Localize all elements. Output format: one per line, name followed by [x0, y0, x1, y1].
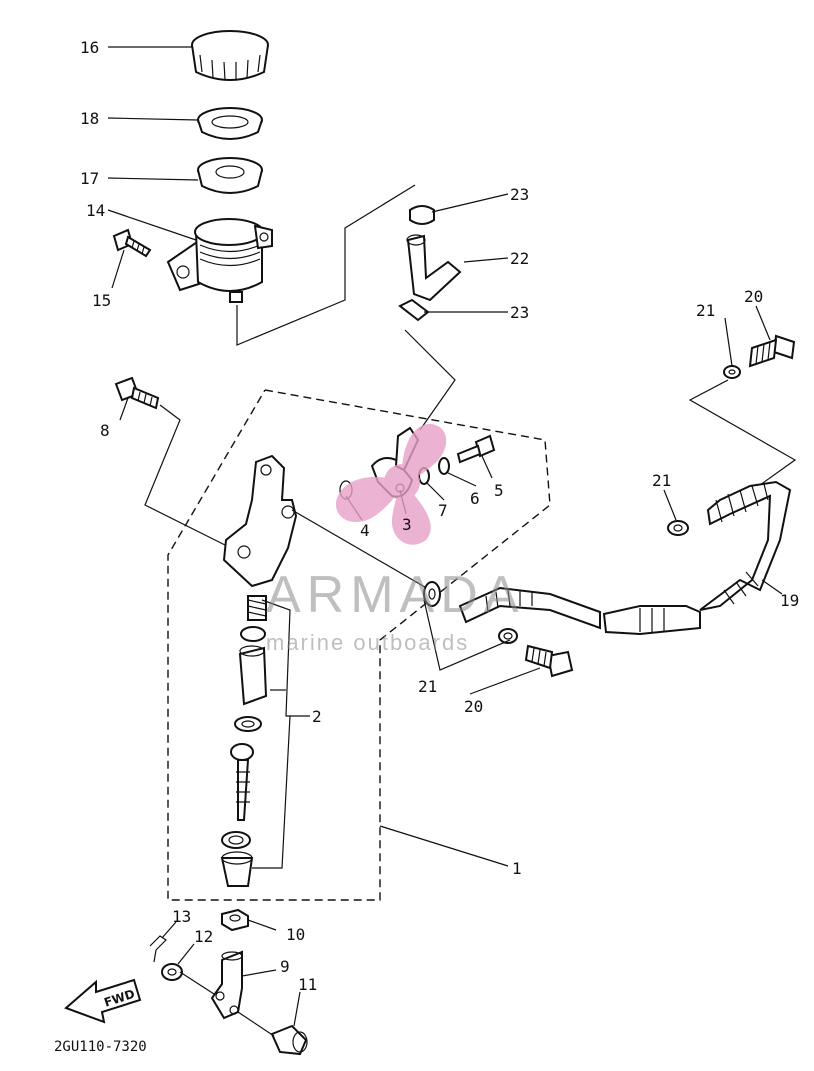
part-label-17: 17: [80, 169, 99, 188]
part-label-5: 5: [494, 481, 504, 500]
piston-spring: [247, 595, 267, 621]
clevis-pin: [270, 1024, 308, 1056]
hose-clamp-lower: [398, 298, 430, 322]
watermark-logo-icon: [335, 423, 447, 545]
washer-lower-mid: [498, 628, 518, 644]
lower-washer-bracket: [423, 599, 511, 671]
part-label-21-bottom: 21: [418, 677, 437, 696]
piston-kit-bracket: [252, 599, 291, 869]
part-label-23-top: 23: [510, 185, 529, 204]
reservoir-hose: [406, 234, 462, 302]
push-rod: [230, 743, 254, 821]
joint-screw: [456, 434, 496, 464]
clevis-nut: [221, 908, 249, 932]
logo-hub: [384, 464, 420, 500]
diagram-code: 2GU110-7320: [54, 1039, 147, 1055]
part-label-10: 10: [286, 925, 305, 944]
piston-cup-secondary: [234, 716, 262, 732]
dust-boot: [220, 851, 254, 887]
reservoir-plate: [197, 107, 263, 140]
bolt-link-line: [144, 404, 226, 546]
union-bolt-top-right: [748, 334, 796, 368]
washer-hose-upper: [667, 520, 689, 536]
part-label-6: 6: [470, 489, 480, 508]
mounting-bolt: [114, 376, 160, 410]
circlip: [221, 831, 251, 849]
reservoir-diaphragm: [197, 157, 263, 194]
part-label-11: 11: [298, 975, 317, 994]
hose-upper-link-line: [688, 379, 797, 486]
clevis-pin-axis-b: [237, 1011, 275, 1037]
part-label-7: 7: [438, 501, 448, 520]
fwd-arrow-icon: FWD: [64, 978, 142, 1024]
piston-cup-primary: [240, 626, 266, 642]
joint-washer-b: [438, 457, 450, 475]
clevis-washer: [161, 963, 183, 981]
reservoir-cap: [191, 30, 269, 81]
part-label-23-bottom: 23: [510, 303, 529, 322]
washer-hose-lower: [423, 581, 441, 607]
part-label-22: 22: [510, 249, 529, 268]
brake-hose: [458, 480, 792, 636]
part-label-20-bottom: 20: [464, 697, 483, 716]
union-bolt-lower: [524, 644, 574, 678]
part-label-16: 16: [80, 38, 99, 57]
part-label-21-mid: 21: [652, 471, 671, 490]
clevis-pin-axis: [179, 971, 215, 995]
part-label-9: 9: [280, 957, 290, 976]
piston: [238, 645, 268, 706]
part-label-8: 8: [100, 421, 110, 440]
part-label-2: 2: [312, 707, 322, 726]
part-label-1: 1: [512, 859, 522, 878]
elbow-link-line: [404, 329, 456, 431]
body-link-line: [291, 509, 431, 591]
assembly-boundary-main: [167, 389, 551, 901]
part-label-18: 18: [80, 109, 99, 128]
part-label-15: 15: [92, 291, 111, 310]
watermark-tagline: marine outboards: [266, 630, 469, 655]
leader-lines: [107, 46, 783, 1027]
part-label-20-top: 20: [744, 287, 763, 306]
part-label-4: 4: [360, 521, 370, 540]
clevis: [210, 950, 243, 1020]
washer-top-right: [723, 365, 741, 379]
reservoir-screw: [112, 228, 152, 258]
part-label-12: 12: [194, 927, 213, 946]
watermark-brand: ARMADA: [266, 566, 524, 624]
part-label-14: 14: [86, 201, 105, 220]
reservoir-link-line: [236, 184, 416, 346]
part-label-21-top: 21: [696, 301, 715, 320]
master-cylinder-body: [222, 454, 298, 588]
part-label-13: 13: [172, 907, 191, 926]
part-label-3: 3: [402, 515, 412, 534]
reservoir-tank: [166, 218, 273, 303]
hose-clamp-upper: [409, 205, 435, 225]
cotter-pin: [149, 935, 167, 963]
logo-petal-b: [401, 423, 447, 482]
part-label-19: 19: [780, 591, 799, 610]
